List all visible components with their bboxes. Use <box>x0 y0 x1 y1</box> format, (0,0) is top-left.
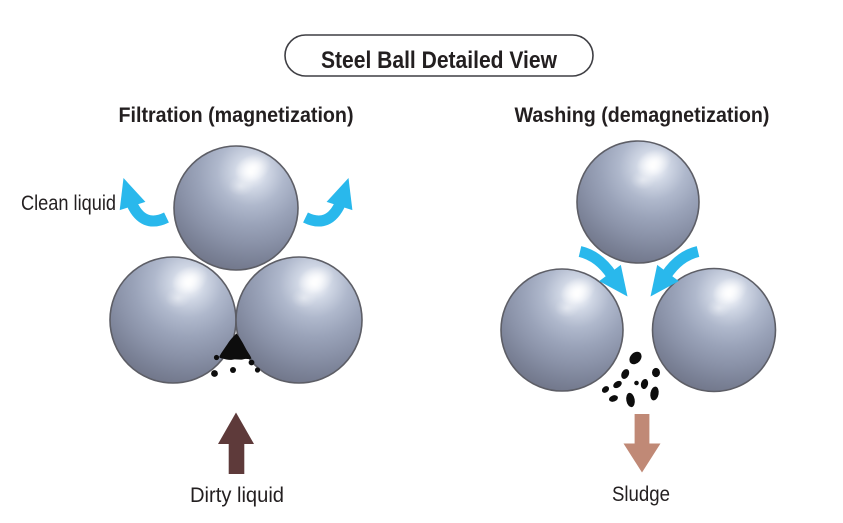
ball-highlight <box>234 153 272 183</box>
particle <box>629 351 642 365</box>
arrow-head <box>650 264 679 297</box>
steel-ball <box>235 256 363 384</box>
steel-ball <box>109 256 237 384</box>
particle <box>613 380 622 389</box>
diagram-title: Steel Ball Detailed View <box>321 47 557 74</box>
ball-surface <box>109 256 237 384</box>
arrow-band <box>661 246 700 279</box>
arrow-band <box>126 200 169 227</box>
particle <box>211 370 218 377</box>
ball-surface <box>500 268 624 392</box>
particle <box>230 367 236 373</box>
particle <box>634 380 639 386</box>
filtration-panel: Filtration (magnetization) <box>21 104 363 507</box>
clean-liquid-flow-arrow-right <box>303 178 353 227</box>
falling-particles <box>601 351 660 408</box>
particle <box>248 359 255 366</box>
ball-highlight <box>291 288 317 308</box>
washing-panel: Washing (demagnetization) <box>500 104 777 506</box>
dirty-liquid-arrow <box>218 412 254 474</box>
ball-highlight <box>297 265 335 295</box>
ball-highlight <box>228 176 254 196</box>
ball-highlight <box>712 276 748 306</box>
ball-highlight <box>554 298 580 318</box>
ball-surface <box>576 140 700 264</box>
steel-ball <box>173 145 299 271</box>
ball-surface <box>173 145 299 271</box>
ball-highlight <box>636 148 672 178</box>
ball-highlight <box>165 288 191 308</box>
arrow-band <box>578 246 617 279</box>
title-pill <box>284 34 594 77</box>
dirty-liquid-label: Dirty liquid <box>190 484 284 507</box>
particle <box>621 369 630 379</box>
steel-ball <box>651 267 777 393</box>
arrow-head <box>119 178 146 211</box>
ball-surface <box>235 256 363 384</box>
steel-ball <box>576 140 700 264</box>
ball-highlight <box>171 265 209 295</box>
filtration-title: Filtration (magnetization) <box>119 104 354 127</box>
ball-highlight <box>560 276 596 306</box>
particle <box>626 392 635 408</box>
title-banner: Steel Ball Detailed View <box>284 34 594 77</box>
particle-mound <box>219 333 252 360</box>
arrow-head <box>599 264 628 297</box>
wash-flow-arrow-left <box>578 246 628 297</box>
particle <box>213 354 220 361</box>
wash-flow-arrow-right <box>650 246 700 297</box>
sludge-label: Sludge <box>612 483 670 506</box>
clean-liquid-label: Clean liquid <box>21 192 116 215</box>
steel-ball <box>500 268 624 392</box>
particle <box>650 386 659 401</box>
trapped-particles <box>211 333 261 377</box>
clean-liquid-flow-arrow-left <box>119 178 169 227</box>
sludge-arrow <box>623 414 661 473</box>
particle <box>601 386 610 393</box>
arrow-head <box>326 178 353 211</box>
particle <box>640 378 649 390</box>
arrow-band <box>303 200 346 227</box>
washing-title: Washing (demagnetization) <box>515 104 770 127</box>
ball-highlight <box>630 170 656 190</box>
ball-highlight <box>706 298 732 318</box>
particle <box>652 367 660 378</box>
ball-surface <box>651 267 777 393</box>
particle <box>254 367 261 373</box>
particle <box>609 395 618 402</box>
